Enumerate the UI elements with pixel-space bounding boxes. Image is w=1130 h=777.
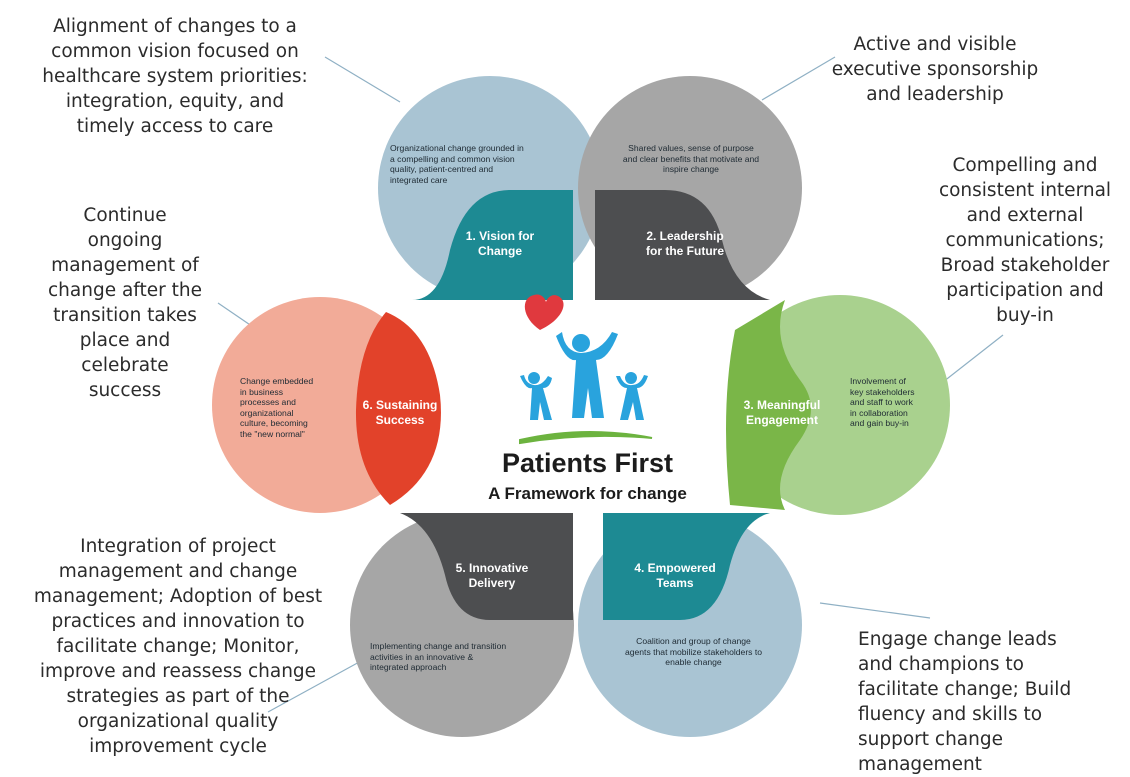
pillar-4-label: 4. Empowered Teams [634, 561, 716, 590]
pillar-innovative [350, 513, 574, 737]
pillar-1-description: Organizational change grounded in a comp… [390, 143, 524, 185]
pillar-empowered [578, 513, 802, 737]
pillar-6-callout: Continue ongoing management of change af… [48, 205, 202, 401]
figure-right-head-icon [625, 372, 637, 384]
connector-line-1 [324, 56, 401, 103]
connector-line-5 [267, 654, 373, 713]
pillar-1-callout: Alignment of changes to a common vision … [42, 16, 308, 137]
pillar-2-label: 2. Leadership for the Future [646, 229, 724, 258]
connector-line-4 [819, 602, 931, 619]
pillar-2-accent [595, 190, 770, 300]
pillar-4-description: Coalition and group of change agents tha… [624, 636, 763, 667]
pillar-4-accent [603, 513, 770, 620]
pillar-sustaining [212, 297, 441, 513]
pillar-5-label: 5. Innovative Delivery [455, 561, 529, 590]
figure-right-body-icon [616, 375, 648, 420]
ground-swoosh-icon [519, 431, 653, 445]
pillar-2-description: Shared values, sense of purpose and clea… [622, 143, 760, 174]
pillar-1-accent [380, 190, 573, 300]
pillar-5-description: Implementing change and transition activ… [370, 641, 507, 672]
heart-icon [524, 294, 564, 330]
pillar-6-accent [355, 312, 441, 505]
pillar-engagement [726, 295, 950, 515]
pillar-1-label: 1. Vision for Change [465, 229, 535, 258]
pillar-2-callout: Active and visible executive sponsorship… [831, 34, 1039, 105]
pillar-6-description: Change embedded in business processes an… [240, 376, 314, 439]
pillar-3-accent [726, 300, 811, 510]
pillar-3-callout: Compelling and consistent internal and e… [938, 155, 1112, 326]
diagram-title: Patients First [501, 448, 674, 478]
diagram-subtitle: A Framework for change [488, 484, 687, 503]
pillar-6-label: 6. Sustaining Success [362, 398, 438, 427]
pillar-5-accent [400, 513, 573, 620]
pillar-3-description: Involvement of key stakeholders and staf… [850, 376, 915, 428]
pillar-leadership [578, 76, 802, 300]
figure-body-icon [556, 332, 618, 418]
pillar-vision [378, 76, 602, 300]
pillar-5-callout: Integration of project management and ch… [33, 536, 323, 757]
patients-first-logo [519, 294, 653, 445]
figure-left-body-icon [520, 375, 552, 420]
figure-head-icon [572, 334, 590, 352]
pillar-4-callout: Engage change leads and champions to fac… [858, 629, 1072, 775]
connector-line-2 [761, 56, 836, 101]
pillar-3-label: 3. Meaningful Engagement [743, 398, 821, 427]
connector-line-3 [942, 334, 1004, 383]
figure-left-head-icon [528, 372, 540, 384]
